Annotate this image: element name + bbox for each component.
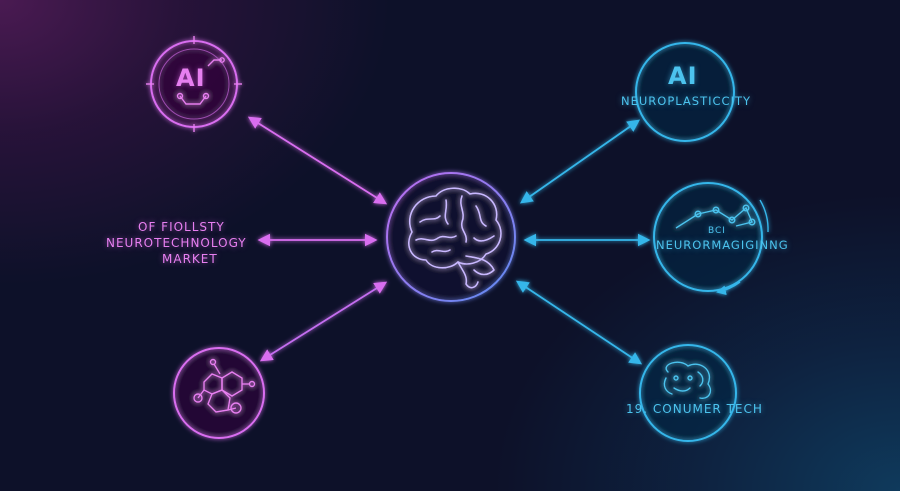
molecule-network-icon xyxy=(193,358,256,414)
connector-bottom-right xyxy=(515,280,643,365)
face-profile-icon xyxy=(663,361,712,399)
mid-left-label-line1: OF FIOLLSTY xyxy=(138,220,225,234)
mid-right-label: NEURORMAGIGINNG xyxy=(656,238,789,252)
connector-top-left xyxy=(247,116,388,205)
top-right-label: NEUROPLASTICCITY xyxy=(621,94,752,108)
top-left-ai-text: AI xyxy=(176,64,206,92)
mid-left-label-line3: MARKET xyxy=(162,252,218,266)
mid-left-label-line2: NEUROTECHNOLOGY xyxy=(106,236,247,250)
mid-right-bci-text: BCI xyxy=(708,226,726,236)
network-graph-icon xyxy=(675,204,756,229)
bottom-left-node xyxy=(173,347,265,439)
bottom-right-node xyxy=(639,344,737,442)
connector-top-right xyxy=(519,119,641,204)
connector-bottom-left xyxy=(259,281,388,362)
bottom-right-label: 19. CONUMER TECH xyxy=(626,402,763,416)
center-node xyxy=(386,172,516,302)
top-right-node xyxy=(635,42,735,142)
top-left-node xyxy=(146,36,242,132)
ai-circuit-icon xyxy=(146,36,242,132)
top-right-ai-text: AI xyxy=(668,62,698,90)
brain-icon xyxy=(408,187,502,289)
mid-right-node xyxy=(653,182,769,296)
